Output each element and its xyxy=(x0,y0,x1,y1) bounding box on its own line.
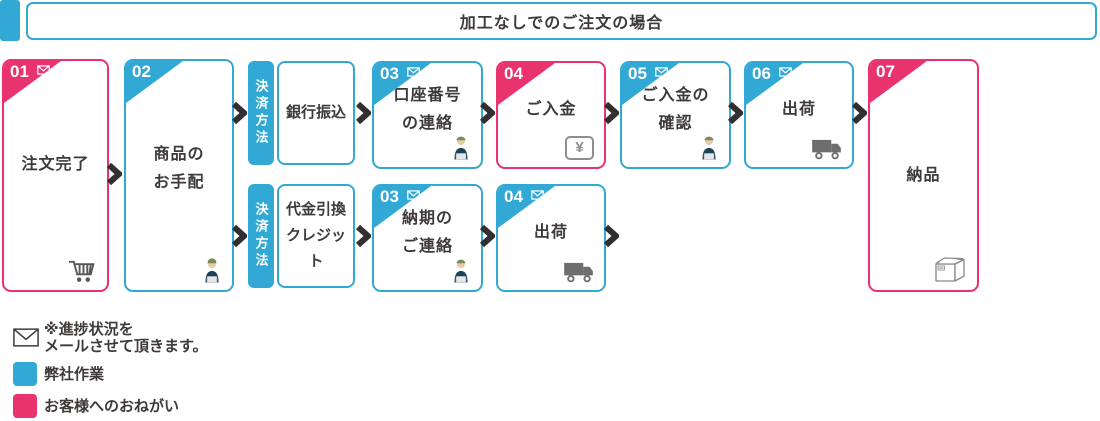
arrow-right-icon xyxy=(106,162,124,186)
step-label: 注文完了 xyxy=(21,155,90,173)
payment-method-label: 代金引換 クレジット xyxy=(285,200,346,271)
step-01-order-complete: 01 注文完了 xyxy=(2,59,109,292)
arrow-right-icon xyxy=(231,224,249,248)
page-title: 加工なしでのご注文の場合 xyxy=(459,15,664,32)
staff-person-icon xyxy=(451,257,471,283)
staff-person-icon xyxy=(202,257,222,283)
step-number-badge: 01 xyxy=(4,61,61,103)
payment-method-label: 銀行振込 xyxy=(285,103,346,121)
arrow-right-icon xyxy=(355,224,373,248)
arrow-right-icon xyxy=(851,101,869,125)
legend-pink-swatch xyxy=(13,394,37,418)
arrow-right-icon xyxy=(603,101,621,125)
arrow-right-icon xyxy=(727,101,745,125)
truck-icon xyxy=(563,261,594,283)
arrow-right-icon xyxy=(603,224,621,248)
staff-person-icon xyxy=(451,134,471,160)
step-04-payment: 04 ご入金 ¥ xyxy=(496,61,606,169)
mail-icon xyxy=(13,328,39,347)
step-03-account-number: 03 口座番号 の連絡 xyxy=(372,61,483,169)
step-label: 納品 xyxy=(906,166,941,184)
payment-method-bank: 決済方法 銀行振込 xyxy=(248,61,355,165)
step-label: ご入金の 確認 xyxy=(641,87,710,132)
legend-mail-note: ※進捗状況を メールさせて頂きます。 xyxy=(44,321,208,356)
step-label: 出荷 xyxy=(781,101,816,118)
mail-icon xyxy=(37,65,50,75)
payment-method-cod-credit: 決済方法 代金引換 クレジット xyxy=(248,184,355,288)
payment-method-box: 代金引換 クレジット xyxy=(277,184,355,288)
package-box-icon xyxy=(933,254,967,283)
step-label: 出荷 xyxy=(533,224,568,241)
step-07-delivery: 07 納品 xyxy=(868,59,979,292)
header: 加工なしでのご注文の場合 xyxy=(26,2,1097,40)
legend-customer-request: お客様へのおねがい xyxy=(44,398,180,415)
payment-method-sidebar: 決済方法 xyxy=(248,61,274,165)
step-06-shipping: 06 出荷 xyxy=(744,61,854,169)
step-label: 納期の ご連絡 xyxy=(401,210,453,255)
step-label: ご入金 xyxy=(525,101,577,118)
mail-icon xyxy=(531,190,544,200)
cart-icon xyxy=(68,256,97,283)
step-label: 口座番号 の連絡 xyxy=(393,87,462,132)
payment-method-box: 銀行振込 xyxy=(277,61,355,165)
header-accent-tab xyxy=(0,0,20,41)
step-05-payment-confirmation: 05 ご入金の 確認 xyxy=(620,61,731,169)
arrow-right-icon xyxy=(479,224,497,248)
step-03-delivery-date-contact: 03 納期の ご連絡 xyxy=(372,184,483,292)
mail-icon xyxy=(407,67,420,77)
payment-method-sidebar: 決済方法 xyxy=(248,184,274,288)
staff-person-icon xyxy=(699,134,719,160)
step-04-shipping: 04 出荷 xyxy=(496,184,606,292)
step-number-badge: 02 xyxy=(126,61,183,103)
legend-blue-swatch xyxy=(13,362,37,386)
mail-icon xyxy=(779,67,792,77)
yen-icon: ¥ xyxy=(565,136,594,160)
arrow-right-icon xyxy=(479,101,497,125)
mail-icon xyxy=(407,190,420,200)
step-02-arrange-goods: 02 商品の お手配 xyxy=(124,59,234,292)
step-label: 商品の お手配 xyxy=(153,145,205,191)
truck-icon xyxy=(811,138,842,160)
arrow-right-icon xyxy=(355,101,373,125)
step-number-badge: 07 xyxy=(870,61,927,103)
legend-company-work: 弊社作業 xyxy=(44,366,105,383)
arrow-right-icon xyxy=(231,101,249,125)
mail-icon xyxy=(655,67,668,77)
